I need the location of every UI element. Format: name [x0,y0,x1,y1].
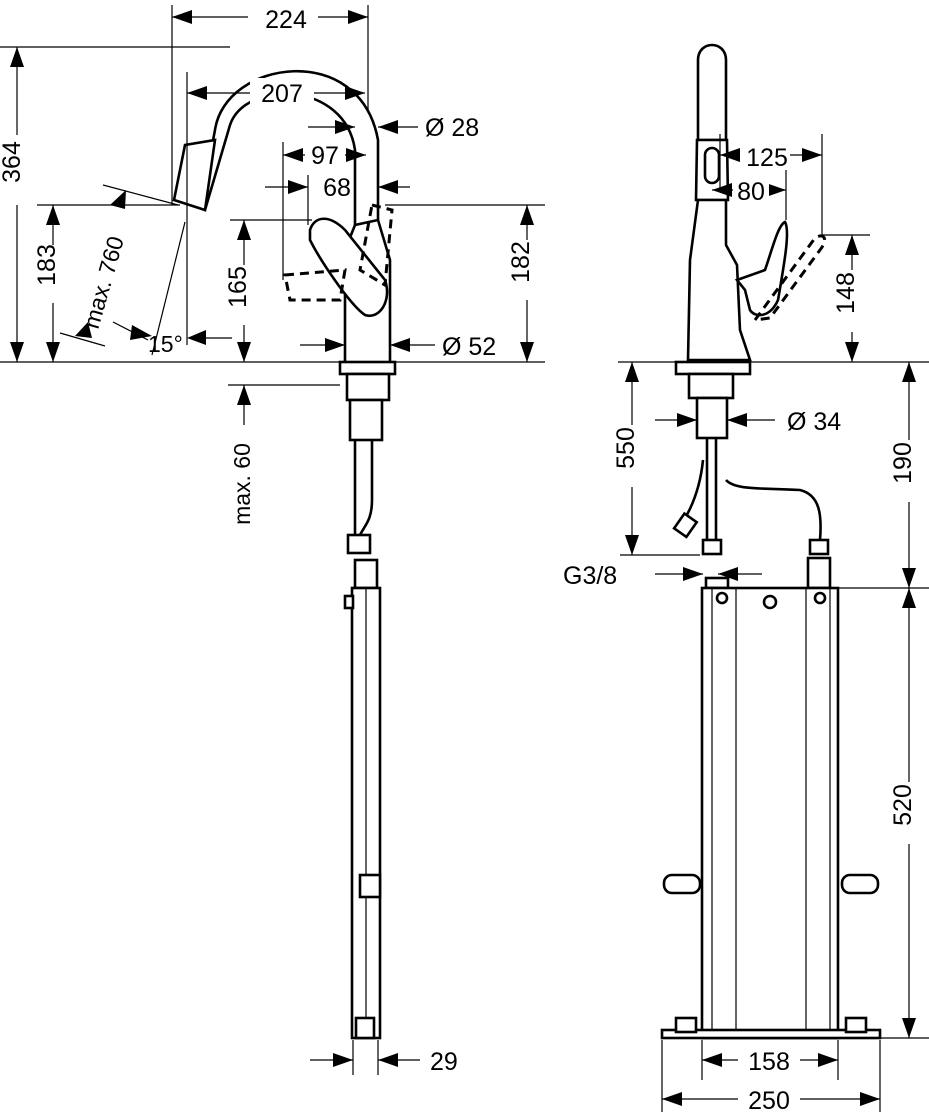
label-158: 158 [748,1048,790,1076]
front-nut [687,372,735,400]
side-view: 224 207 Ø 28 97 [0,2,545,1076]
label-550: 550 [612,427,640,469]
label-183: 183 [33,244,61,286]
base-flange [338,360,397,376]
dim-angle-15: 15° [112,221,232,357]
lever-alt-vertical [358,203,394,288]
dim-183: 183 [33,204,180,362]
label-182: 182 [507,241,535,283]
front-view: 125 80 148 550 [563,43,929,1115]
label-520: 520 [889,784,917,826]
label-thread: G3/8 [563,562,617,590]
front-button [703,146,721,185]
dim-diameter-52: Ø 52 [300,333,496,361]
front-body [686,198,752,362]
dim-520: 520 [880,588,929,1039]
front-spout [696,43,728,142]
box-foot-right [844,1016,868,1034]
label-207: 207 [261,80,303,108]
front-connector-right [808,538,830,556]
label-max-60: max. 60 [229,443,255,525]
dim-148: 148 [822,234,870,362]
label-165: 165 [224,266,252,308]
dim-29: 29 [310,1040,458,1076]
front-valve-left [704,576,730,590]
dim-80: 80 [712,170,787,220]
dim-182: 182 [385,204,545,362]
label-364: 364 [0,141,26,183]
label-148: 148 [832,272,860,314]
box-clip-mid [358,873,382,899]
dim-diameter-34: Ø 34 [655,408,841,436]
dim-550: 550 [612,362,700,556]
box-base-plate [660,1028,882,1040]
dim-thread: G3/8 [563,562,762,590]
label-250: 250 [748,1087,790,1115]
box-screw-center [762,594,778,610]
dim-207: 207 [186,72,365,345]
lever-alt-horizontal [283,268,347,302]
front-shank [695,396,729,440]
label-angle-15: 15° [148,331,183,357]
dim-190: 190 [838,362,929,589]
box-clip-top [343,594,355,610]
dim-68: 68 [265,174,410,225]
front-connector-left [701,538,723,556]
dim-165: 165 [224,219,312,362]
label-max-760: max. 760 [78,233,129,331]
front-hose-end [672,511,699,539]
hose-connector [346,533,372,555]
shank [348,398,384,442]
dim-97: 97 [282,141,366,280]
dim-max-60: max. 60 [228,384,340,525]
label-190: 190 [889,442,917,484]
label-224: 224 [265,6,307,34]
hoses [353,440,374,536]
dim-diameter-28: Ø 28 [308,114,479,142]
lever [308,217,389,318]
front-valve-right [806,556,832,590]
box-foot-left [674,1016,698,1034]
front-hoses [682,438,822,541]
dim-250: 250 [661,1040,881,1115]
box-bracket-left [662,873,702,895]
dim-364: 364 [0,46,230,362]
label-80: 80 [737,178,765,206]
front-base [674,360,752,376]
dim-224: 224 [171,2,369,205]
dim-158: 158 [701,1040,839,1080]
box-front [700,586,840,1040]
label-diameter-34: Ø 34 [787,408,841,436]
front-lever-alt [751,234,827,322]
label-diameter-52: Ø 52 [442,333,496,361]
label-125: 125 [746,144,788,172]
fixing-nut [345,372,391,402]
label-diameter-28: Ø 28 [425,114,479,142]
box-bracket-right [840,873,880,895]
label-29: 29 [430,1048,458,1076]
box-screw-left [715,591,729,605]
front-lever [734,220,789,317]
valve-top [353,558,379,590]
box-screw-right [813,591,827,605]
label-68: 68 [323,174,351,202]
spray-head [172,138,217,212]
dim-125: 125 [719,134,823,235]
label-97: 97 [311,142,339,170]
box-foot [354,1016,376,1040]
